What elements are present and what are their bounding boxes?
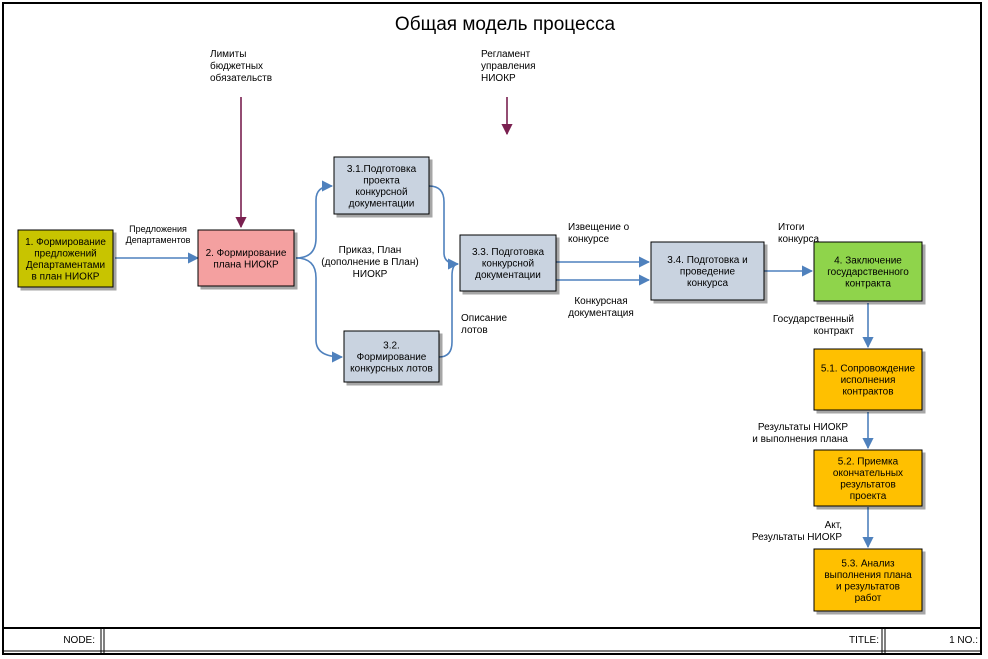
box-line: конкурсной bbox=[482, 259, 534, 270]
process-box-b31: 3.1.Подготовкапроектаконкурснойдокумента… bbox=[333, 156, 430, 215]
box-line: конкурса bbox=[687, 278, 729, 289]
arrow-b31-b33 bbox=[428, 185, 460, 270]
box-line: результатов bbox=[840, 479, 896, 490]
box-line: контракта bbox=[845, 279, 891, 290]
box-line: Формирование bbox=[357, 352, 427, 363]
label-line: Извещение о bbox=[568, 222, 630, 233]
footer-title-label: TITLE: bbox=[849, 635, 879, 646]
box-line: контрактов bbox=[842, 387, 893, 398]
box-line: 3.2. bbox=[383, 341, 400, 352]
process-box-b52: 5.2. Приемкаокончательныхрезультатовпрое… bbox=[813, 449, 923, 507]
box-line: предложений bbox=[34, 248, 97, 259]
label-line: конкурса bbox=[778, 234, 820, 245]
box-line: 4. Заключение bbox=[834, 256, 902, 267]
box-line: проекта bbox=[363, 175, 400, 186]
label-line: НИОКР bbox=[481, 73, 516, 84]
arrow-b2-b32 bbox=[295, 257, 344, 363]
box-line: исполнения bbox=[841, 375, 896, 386]
label-line: Результаты НИОКР bbox=[758, 422, 848, 433]
label-line: Конкурсная bbox=[574, 296, 627, 307]
box-line: и результатов bbox=[836, 581, 900, 592]
label-line: бюджетных bbox=[210, 60, 263, 72]
box-line: 5.3. Анализ bbox=[841, 558, 895, 569]
label-line: Государственный bbox=[773, 314, 854, 325]
box-line: 3.4. Подготовка и bbox=[667, 255, 747, 266]
footer-number-label: 1 NO.: bbox=[949, 635, 978, 646]
label-line: контракт bbox=[814, 326, 855, 337]
box-line: 5.2. Приемка bbox=[838, 456, 899, 467]
label-line: Описание bbox=[461, 313, 507, 324]
box-line: государственного bbox=[827, 267, 909, 278]
box-line: работ bbox=[855, 592, 882, 604]
box-line: 5.1. Сопровождение bbox=[821, 364, 916, 375]
process-box-b1: 1. ФормированиепредложенийДепартаментами… bbox=[17, 229, 114, 288]
box-line: окончательных bbox=[833, 468, 903, 479]
label-line: Результаты НИОКР bbox=[752, 532, 842, 543]
arrow-b2-b31 bbox=[295, 180, 334, 259]
box-line: 1. Формирование bbox=[25, 237, 106, 248]
label-line: Предложения bbox=[129, 224, 187, 234]
label-line: Регламент bbox=[481, 49, 531, 60]
diagram-title: Общая модель процесса bbox=[395, 14, 616, 35]
box-line: проекта bbox=[850, 491, 887, 502]
box-line: проведение bbox=[680, 267, 736, 278]
label-line: (дополнение в План) bbox=[321, 257, 418, 268]
box-line: выполнения плана bbox=[824, 570, 912, 581]
box-line: конкурсной bbox=[355, 187, 407, 198]
box-line: плана НИОКР bbox=[213, 259, 279, 270]
box-line: документации bbox=[475, 270, 541, 281]
arrow-b32-b33 bbox=[438, 263, 459, 358]
label-line: Департаментов bbox=[126, 235, 191, 245]
box-line: документации bbox=[349, 198, 415, 209]
label-line: обязательств bbox=[210, 72, 272, 84]
label-line: управления bbox=[481, 61, 536, 72]
label-line: Акт, bbox=[825, 520, 842, 531]
label-line: лотов bbox=[461, 325, 488, 336]
box-line: в план НИОКР bbox=[32, 271, 100, 282]
box-line: конкурсных лотов bbox=[350, 364, 433, 375]
label-line: Приказ, План bbox=[339, 245, 402, 256]
label-line: конкурсе bbox=[568, 234, 610, 245]
label-line: Лимиты bbox=[210, 49, 246, 60]
box-line: Департаментами bbox=[26, 260, 105, 271]
label-line: Итоги bbox=[778, 222, 804, 233]
footer-bar: NODE: TITLE: 1 NO.: bbox=[2, 627, 982, 653]
label-line: НИОКР bbox=[353, 269, 388, 280]
footer-node-label: NODE: bbox=[63, 635, 95, 646]
label-act: Акт,Результаты НИОКР bbox=[752, 520, 842, 543]
box-line: 3.1.Подготовка bbox=[347, 164, 417, 175]
box-line: 2. Формирование bbox=[206, 248, 287, 259]
label-order: Приказ, План(дополнение в План)НИОКР bbox=[321, 245, 418, 280]
label-line: документация bbox=[568, 308, 634, 319]
box-line: 3.3. Подготовка bbox=[472, 247, 545, 258]
label-line: и выполнения плана bbox=[752, 434, 848, 445]
